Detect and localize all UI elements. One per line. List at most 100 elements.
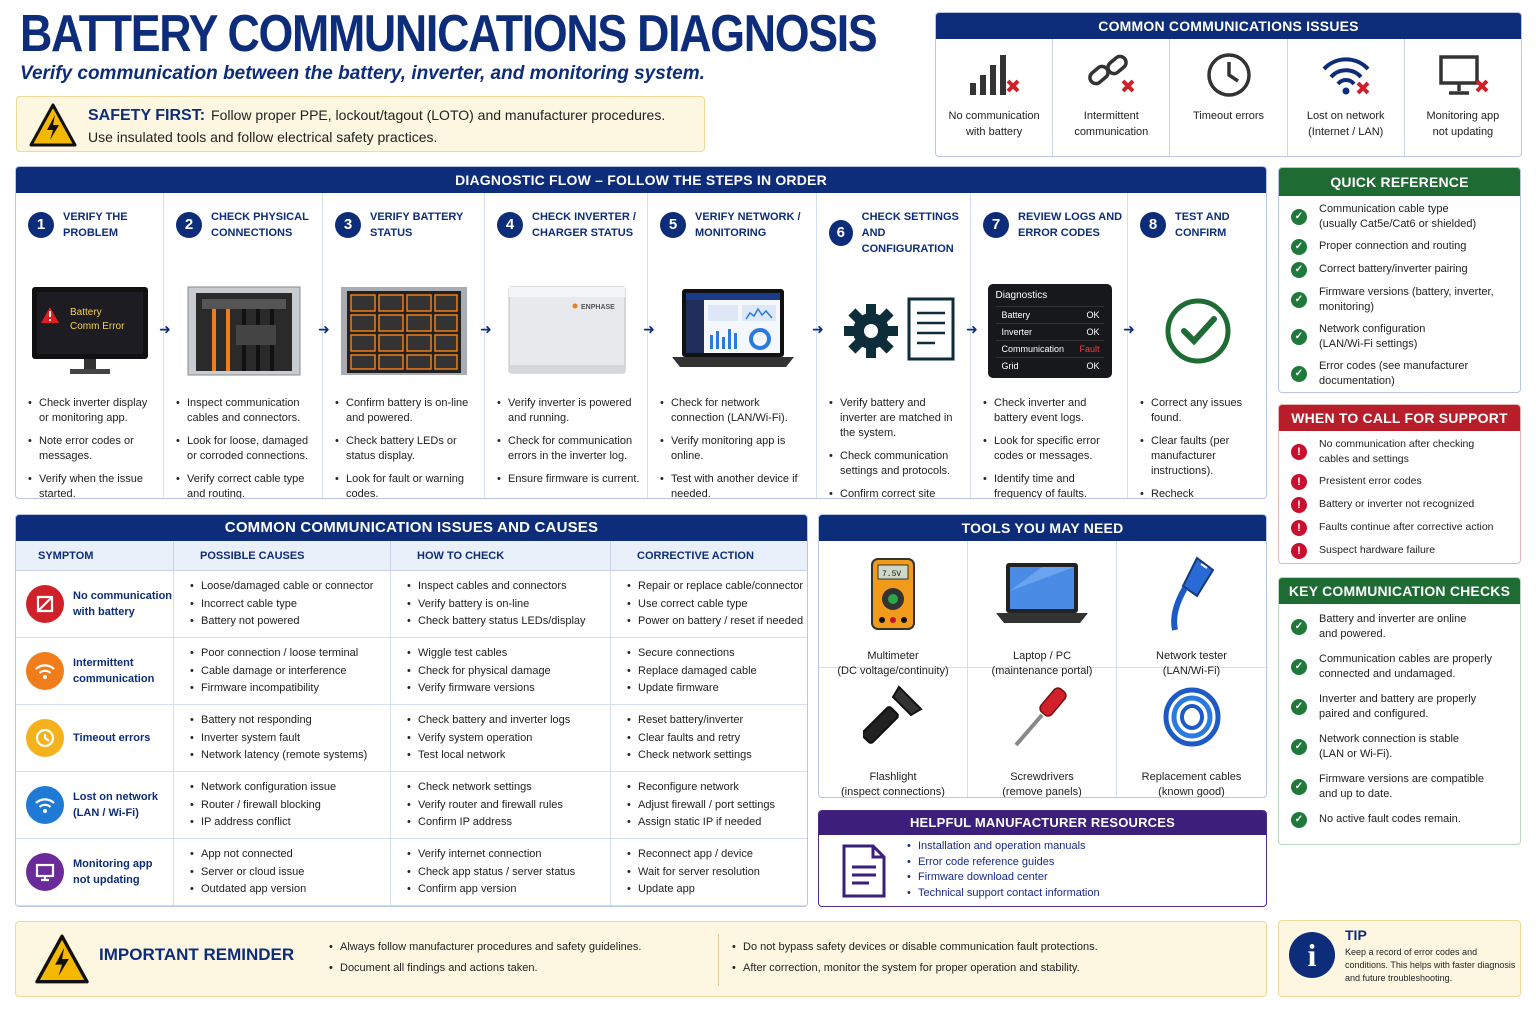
table-cell-list: Poor connection / loose terminalCable da…: [190, 646, 390, 696]
item-text: Faults continue after corrective action: [1319, 521, 1494, 533]
table-cell-item: Wait for server resolution: [627, 865, 807, 880]
tool-label: Screwdrivers: [1010, 771, 1074, 783]
table-cell-item: Secure connections: [627, 646, 807, 661]
table-cell-item: Battery not responding: [190, 713, 390, 728]
laptop-dashboard-icon: [671, 288, 794, 367]
screen-l2: Comm Error: [70, 321, 125, 332]
key-checks-header: KEY COMMUNICATION CHECKS: [1279, 578, 1520, 604]
table-cell-item: Loose/damaged cable or connector: [190, 579, 390, 594]
support-panel: WHEN TO CALL FOR SUPPORT !No communicati…: [1278, 404, 1521, 564]
tool-label: Multimeter: [867, 650, 919, 662]
resource-item: Installation and operation manuals: [907, 839, 1100, 854]
issue-label: Lost on network: [1306, 110, 1385, 122]
warning-icon: [35, 934, 89, 984]
tool-label-2: (inspect connections): [841, 786, 945, 798]
step-bullet: Verify when the issue started.: [28, 472, 158, 498]
symptom-label: Intermittent: [73, 657, 134, 669]
arrow-right-icon: ➜: [318, 321, 330, 337]
table-cell-item: App not connected: [190, 847, 390, 862]
step-bullet: Verify monitoring app is online.: [660, 434, 811, 464]
symptom-label: Timeout errors: [73, 732, 151, 744]
no-signal-icon: [26, 585, 64, 623]
item-text: Battery and inverter are online: [1319, 613, 1467, 625]
table-cell-item: Poor connection / loose terminal: [190, 646, 390, 661]
reminder-item: Always follow manufacturer procedures an…: [329, 940, 641, 955]
table-cell-item: Verify internet connection: [407, 847, 610, 862]
safety-box: SAFETY FIRST:Follow proper PPE, lockout/…: [16, 96, 705, 152]
table-cell-list: Reset battery/inverterClear faults and r…: [627, 713, 807, 763]
step-bullet: Look for specific error codes or message…: [983, 434, 1122, 464]
issue-label-2: communication: [1074, 126, 1149, 138]
symptom-label: Monitoring app: [73, 858, 153, 870]
cable-icon: [1117, 676, 1266, 758]
check-icon: ✓: [1291, 812, 1307, 828]
reminder-title: IMPORTANT REMINDER: [99, 945, 295, 964]
item-text-2: and up to date.: [1319, 788, 1393, 800]
table-column-header: CORRECTIVE ACTION: [637, 550, 754, 562]
brand-label: ENPHASE: [581, 304, 615, 311]
exclamation-icon: !: [1291, 474, 1307, 490]
item-text: Proper connection and routing: [1319, 240, 1467, 252]
table-cell-item: Check battery and inverter logs: [407, 713, 610, 728]
step-number: 2: [176, 212, 202, 238]
clock-icon: [1170, 51, 1286, 103]
table-cell-list: Verify internet connectionCheck app stat…: [407, 847, 610, 897]
list-item: ✓Correct battery/inverter pairing: [1291, 262, 1510, 278]
step-title-2: STATUS: [370, 227, 413, 239]
warning-icon: [29, 103, 77, 147]
issue-label: Timeout errors: [1192, 110, 1265, 122]
arrow-right-icon: ➜: [480, 321, 492, 337]
item-text-2: documentation): [1319, 375, 1395, 387]
table-cell-item: Replace damaged cable: [627, 664, 807, 679]
document-icon: [842, 844, 886, 898]
laptop-icon: [968, 553, 1116, 635]
step-bullet: Clear faults (per manufacturer instructi…: [1140, 434, 1262, 479]
table-cell-list: Battery not respondingInverter system fa…: [190, 713, 390, 763]
step-bullets: Check inverter display or monitoring app…: [28, 396, 158, 498]
reminder-item: Do not bypass safety devices or disable …: [732, 940, 1098, 955]
exclamation-icon: !: [1291, 497, 1307, 513]
item-text-2: (LAN/Wi-Fi settings): [1319, 338, 1418, 350]
meter-reading: 7.5V: [882, 570, 901, 579]
resource-item: Technical support contact information: [907, 886, 1100, 901]
exclamation-icon: !: [1291, 444, 1307, 460]
diag-value: OK: [1086, 326, 1100, 337]
step-title: VERIFY NETWORK /: [695, 211, 801, 223]
table-cell-list: Reconnect app / deviceWait for server re…: [627, 847, 807, 897]
diag-value: Fault: [1079, 343, 1100, 354]
diag-key: Communication: [1001, 343, 1065, 354]
monitor-x-icon: [1405, 51, 1521, 103]
step-bullets: Inspect communication cables and connect…: [176, 396, 317, 498]
table-cell-item: Update app: [627, 882, 807, 897]
table-cell-item: Inspect cables and connectors: [407, 579, 610, 594]
safety-line2: Use insulated tools and follow electrica…: [88, 129, 438, 145]
step-title-2: CONFIRM: [1175, 227, 1227, 239]
table-cell-item: Battery not powered: [190, 614, 390, 629]
list-item: ✓Network connection is stable(LAN or Wi-…: [1291, 732, 1512, 762]
table-cell-item: Check network settings: [627, 748, 807, 763]
table-cell-item: Verify firmware versions: [407, 681, 610, 696]
tool-label: Laptop / PC: [1012, 650, 1072, 662]
table-cell-item: Reconnect app / device: [627, 847, 807, 862]
resource-item: Error code reference guides: [907, 855, 1100, 870]
reminder-item: Document all findings and actions taken.: [329, 961, 641, 976]
step-number: 5: [660, 212, 686, 238]
wifi-icon: [26, 652, 64, 690]
tool-card: Flashlight(inspect connections): [819, 668, 968, 798]
step-bullet: Check inverter and battery event logs.: [983, 396, 1122, 426]
step-bullets: Verify battery and inverter are matched …: [829, 396, 965, 498]
table-cell-item: Power on battery / reset if needed: [627, 614, 807, 629]
step-title-2: AND CONFIGURATION: [861, 227, 954, 255]
step-bullets: Confirm battery is on-line and powered.C…: [335, 396, 479, 498]
step-number: 1: [28, 212, 54, 238]
